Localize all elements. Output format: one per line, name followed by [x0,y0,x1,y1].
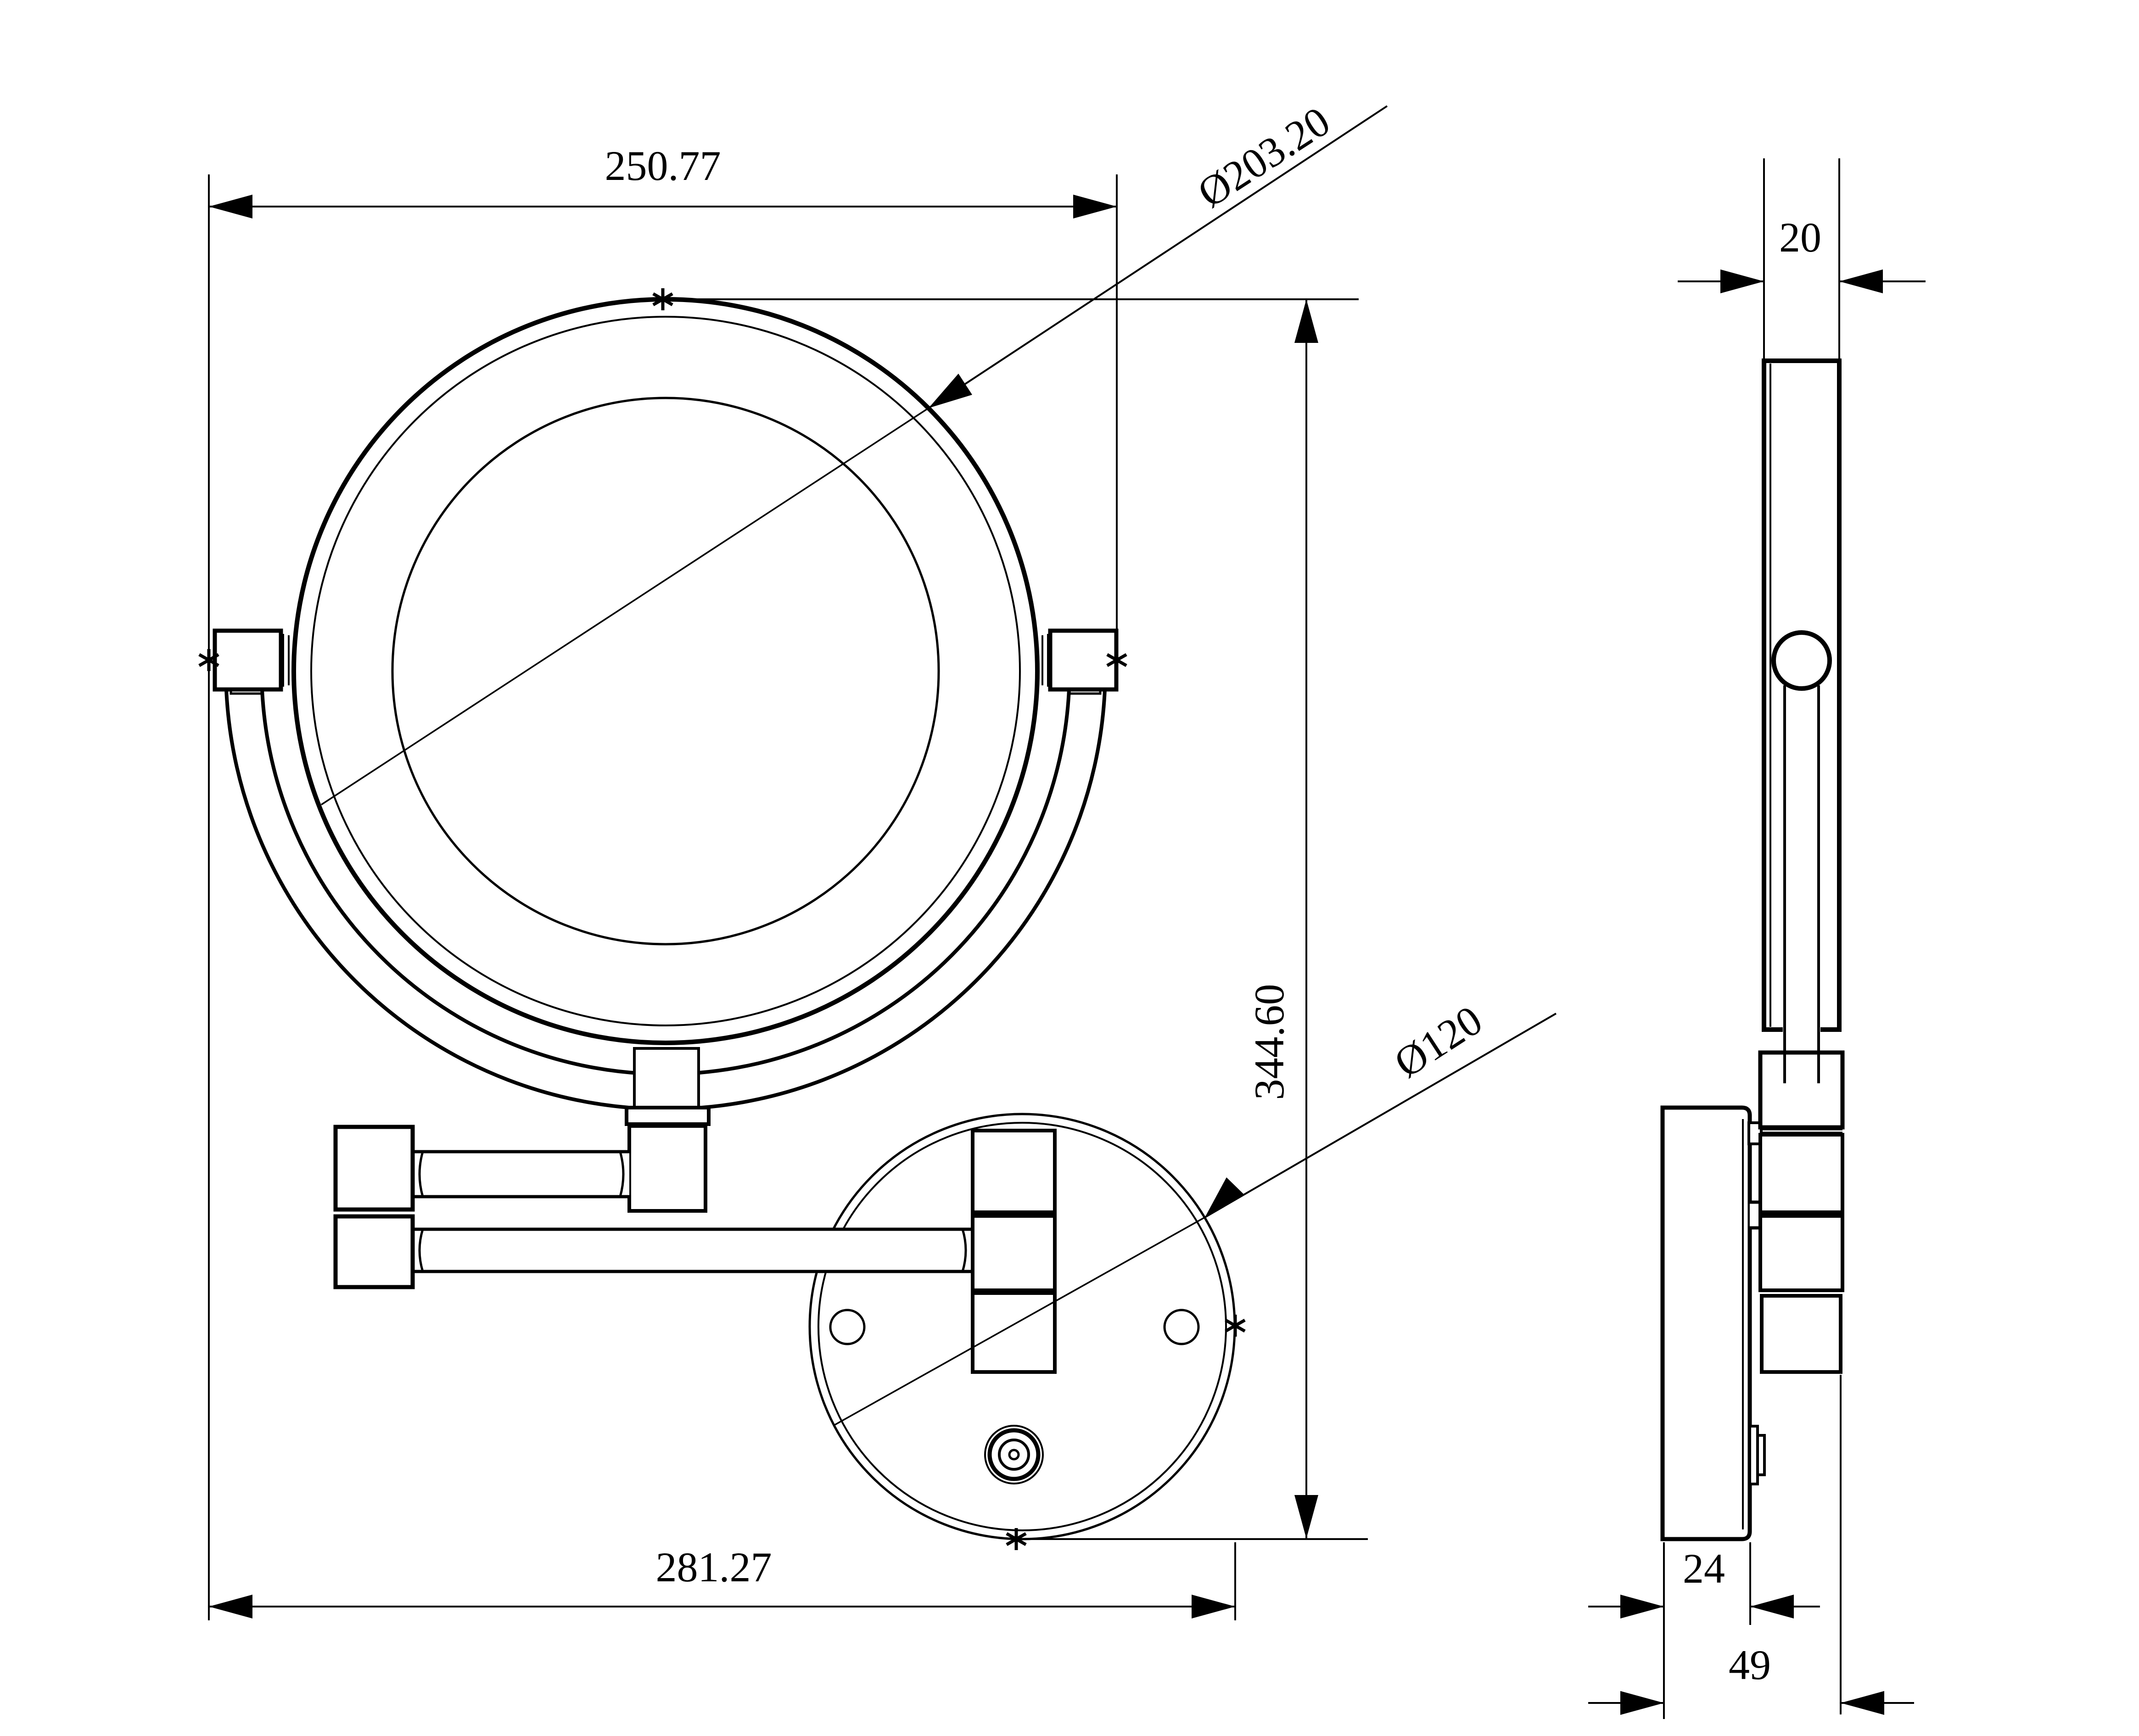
dim-label-overall-depth: 49 [1729,1641,1771,1688]
dim-top-width: 250.77 [208,142,1118,1620]
mirror-glass-circle [391,397,940,946]
marker-mirror-top [652,288,673,310]
dim-label-wall-plate-diameter: Ø120 [1386,997,1490,1087]
dim-label-overall-height: 344.60 [1246,984,1293,1100]
dim-label-panel-thickness: 20 [1779,214,1821,261]
dim-label-plate-depth: 24 [1683,1545,1725,1592]
dim-wall-plate-diameter: Ø120 [834,997,1557,1426]
dim-label-mirror-diameter: Ø203.20 [1189,97,1338,217]
dim-label-bottom-width: 281.27 [656,1544,772,1590]
side-wall-plate [1660,1105,1752,1541]
right-pivot-block [1042,628,1119,695]
dim-plate-depth: 24 [1588,1542,1820,1719]
front-view [213,297,1236,1540]
left-pivot-block [213,628,290,695]
wall-plate-hinge-column [971,1129,1057,1374]
side-mirror-panel [1762,358,1842,1035]
stem-block [627,1124,707,1213]
mirror-rim-inner-circle [310,316,1021,1026]
screw-hole-right [1163,1309,1200,1345]
side-pivot-knob [1771,630,1832,691]
marker-right-pivot [1106,649,1127,671]
side-support-arm [1783,685,1820,1083]
marker-plate-bottom [1006,1528,1027,1550]
marker-left-pivot [198,649,219,671]
dim-bottom-width: 281.27 [209,1542,1236,1620]
marker-plate-right [1225,1315,1246,1337]
dim-overall-depth: 49 [1588,1375,1914,1715]
stem-t-bar [625,1106,711,1126]
wall-plate-inner-circle [818,1122,1227,1531]
dim-label-top-width: 250.77 [605,142,721,189]
screw-hole-left [829,1309,866,1345]
side-hinge-stack [1758,1050,1845,1374]
side-power-knob [1748,1425,1766,1485]
side-view [1660,358,1845,1541]
dim-panel-thickness: 20 [1678,158,1926,361]
left-elbow-joint [333,1125,415,1289]
dim-mirror-diameter: Ø203.20 [321,97,1388,806]
bottom-swivel-stem [625,1047,711,1213]
c-fork-arm [224,689,1107,1111]
upper-arm-bar [414,1150,629,1198]
power-connector [984,1425,1044,1484]
tangency-markers [198,288,1246,1550]
lower-arm-bar [414,1227,972,1273]
dim-overall-height: 344.60 [666,298,1368,1540]
